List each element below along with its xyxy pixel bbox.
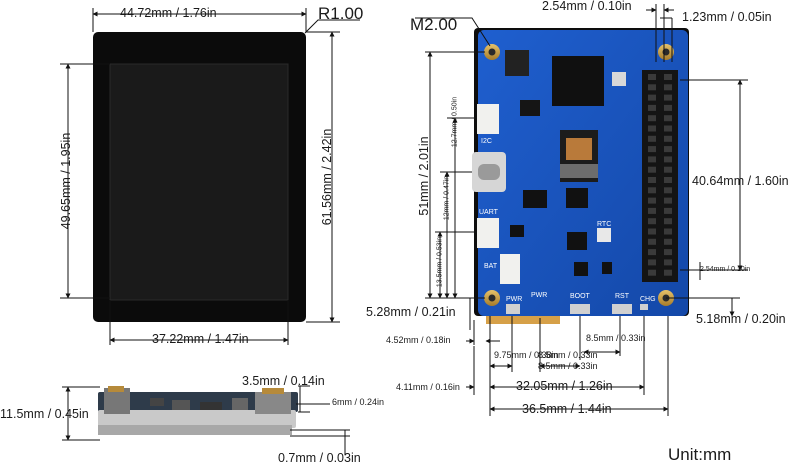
rst-button <box>612 304 632 314</box>
display-screen <box>110 64 288 300</box>
header-pin <box>664 166 672 173</box>
pcb-dimensions <box>415 4 748 416</box>
header-pin <box>664 84 672 91</box>
left-edge-offset-label: 4.52mm / 0.18in <box>386 335 451 345</box>
header-row-offset-label: 2.54mm / 0.10in <box>700 266 751 273</box>
pwr-button <box>506 304 520 314</box>
total-thickness-label: 11.5mm / 0.45in <box>0 407 89 421</box>
display-dimensions <box>60 8 360 345</box>
header-pin <box>648 156 656 163</box>
header-pin <box>664 249 672 256</box>
header-pin <box>648 228 656 235</box>
header-pin <box>648 166 656 173</box>
header-pin <box>664 177 672 183</box>
board-height-label: 51mm / 2.01in <box>416 136 431 216</box>
usb-offset-label: 12mm / 0.47in <box>443 175 451 221</box>
header-pin <box>664 269 672 276</box>
silk-pwr-led: PWR <box>531 292 548 299</box>
right-hole-offset-label: 5.18mm / 0.20in <box>696 312 786 326</box>
i2c-connector <box>477 104 499 134</box>
header-pin <box>648 187 656 194</box>
pcb-board <box>472 28 689 324</box>
left-hole-offset-label: 5.28mm / 0.21in <box>366 305 456 319</box>
silk-uart: UART <box>479 209 498 216</box>
side-view <box>98 386 298 435</box>
silk-pwr: PWR <box>506 296 523 303</box>
header-pin <box>648 104 656 111</box>
header-pin <box>664 125 672 132</box>
connector-height-label: 3.5mm / 0.14in <box>242 374 325 388</box>
regulator-chip <box>505 50 529 76</box>
corner-radius-label: R1.00 <box>318 4 364 23</box>
display-width-label: 44.72mm / 1.76in <box>120 6 217 20</box>
silk-chg: CHG <box>640 296 656 303</box>
silk-bat: BAT <box>484 263 498 270</box>
header-pin <box>664 94 672 101</box>
header-pin <box>664 218 672 225</box>
boot-button-offset-b-label: 8.5mm / 0.33in <box>538 361 598 371</box>
uart-offset-label: 13.5mm / 0.53in <box>436 236 444 288</box>
silk-i2c: I2C <box>481 138 492 145</box>
board-width-label: 36.5mm / 1.44in <box>522 402 612 416</box>
header-pin <box>648 74 656 80</box>
boot-button <box>570 304 590 314</box>
header-pin <box>648 259 656 266</box>
i2c-offset-label: 12.7mm / 0.50in <box>451 96 459 148</box>
pwr-button-offset-label: 9.75mm / 0.38in <box>494 350 559 360</box>
header-pin <box>648 218 656 225</box>
header-pin <box>664 187 672 194</box>
header-pin <box>664 115 672 122</box>
pin-header <box>642 70 678 282</box>
header-pin <box>648 269 656 276</box>
header-pin <box>664 146 672 153</box>
mounting-hole <box>484 290 500 306</box>
pin-pitch-label: 2.54mm / 0.10in <box>542 0 632 13</box>
header-length-label: 40.64mm / 1.60in <box>692 174 789 188</box>
header-edge-label: 1.23mm / 0.05in <box>682 10 772 24</box>
silk-boot: BOOT <box>570 293 590 300</box>
header-pin <box>664 238 672 245</box>
header-pin <box>648 84 656 91</box>
boot-button-offset-a-label: 8.5mm / 0.33in <box>538 350 598 360</box>
mounting-hole <box>484 44 500 60</box>
header-pin <box>648 238 656 245</box>
header-pin <box>664 74 672 80</box>
side-view-dimensions <box>62 385 350 455</box>
header-pin <box>648 207 656 214</box>
header-pin <box>648 125 656 132</box>
battery-connector <box>500 254 520 284</box>
header-pin <box>664 135 672 142</box>
header-pin <box>648 115 656 122</box>
header-pin <box>664 156 672 163</box>
header-pin <box>664 228 672 235</box>
board-edge-offset-label: 4.11mm / 0.16in <box>396 382 460 392</box>
screen-height-label: 49.65mm / 1.95in <box>58 132 73 230</box>
pin-header-pins <box>648 74 672 276</box>
silk-rst: RST <box>615 293 629 300</box>
screen-width-label: 37.22mm / 1.47in <box>152 332 249 346</box>
hole-diameter-label: M2.00 <box>410 15 458 34</box>
header-pin <box>648 197 656 204</box>
hole-spacing-label: 32.05mm / 1.26in <box>516 379 613 393</box>
header-pin <box>648 249 656 256</box>
glass-thickness-label: 0.7mm / 0.03in <box>278 451 361 465</box>
outer-height-label: 61.56mm / 2.42in <box>319 128 334 226</box>
header-pin <box>664 207 672 214</box>
header-pin <box>664 104 672 111</box>
rst-button-offset-label: 8.5mm / 0.33in <box>586 333 646 343</box>
header-pin <box>664 197 672 204</box>
header-pin <box>664 259 672 266</box>
component-height-label: 6mm / 0.24in <box>332 397 385 407</box>
display-module <box>93 32 306 322</box>
header-pin <box>648 177 656 183</box>
uart-connector <box>477 218 499 248</box>
processor-chip <box>552 56 604 106</box>
units-note: Unit:mm <box>668 445 732 464</box>
silk-rtc: RTC <box>597 221 612 228</box>
header-pin <box>648 146 656 153</box>
header-pin <box>648 94 656 101</box>
header-pin <box>648 135 656 142</box>
